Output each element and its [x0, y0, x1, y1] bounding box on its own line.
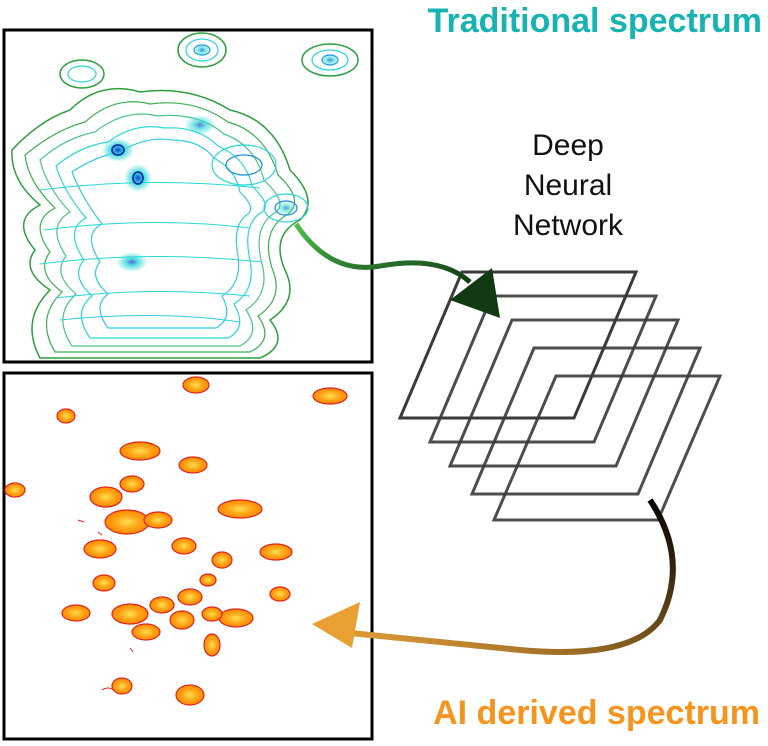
- arrow-to-ai-spectrum: [312, 498, 676, 655]
- network-label-line-2: Neural: [523, 169, 613, 202]
- network-label-line-3: Network: [512, 209, 624, 242]
- network-layers: [397, 270, 723, 522]
- traditional-spectrum-title: Traditional spectrum: [427, 2, 762, 40]
- network-label: Deep Neural Network: [488, 126, 648, 246]
- arrow-to-network: [293, 222, 500, 318]
- traditional-spectrum-panel: [2, 28, 374, 364]
- ai-spectrum-title: AI derived spectrum: [433, 694, 760, 732]
- ai-spectrum-panel: [2, 371, 374, 741]
- traditional-contour-region: [11, 32, 359, 359]
- ai-noise-marks: [77, 519, 134, 691]
- ai-peaks: [4, 376, 348, 706]
- traditional-peak-cores: [102, 44, 339, 272]
- network-label-line-1: Deep: [532, 129, 604, 162]
